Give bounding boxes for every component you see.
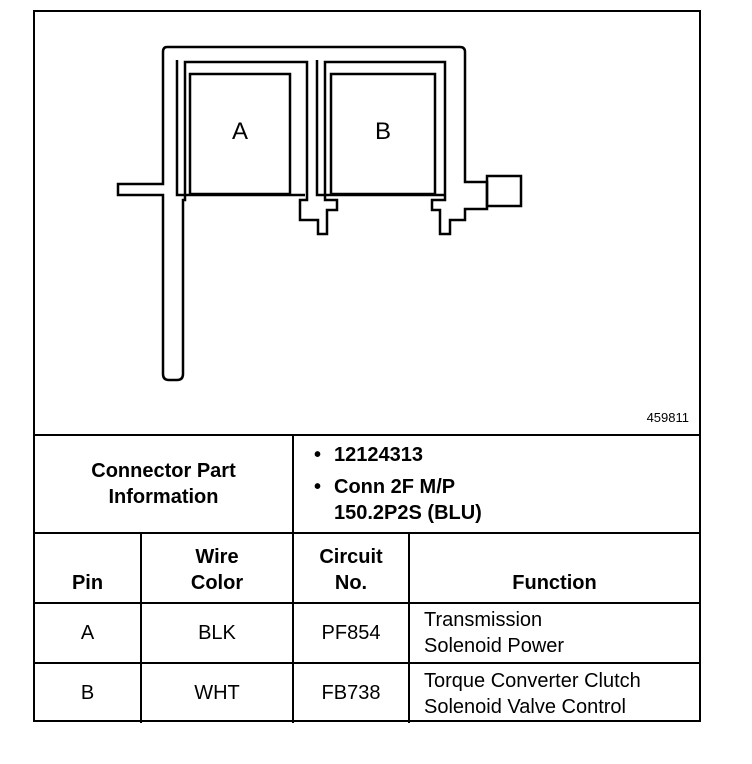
- cavity-b: [329, 72, 437, 196]
- part-number-item: • 12124313: [314, 444, 423, 466]
- pin-cell: A: [35, 602, 142, 664]
- connector-figure: A B 459811 Connector Part Information • …: [33, 10, 701, 723]
- part-info-row: Connector Part Information • 12124313 • …: [35, 434, 699, 534]
- circuit-cell: FB738: [292, 662, 410, 723]
- connector-outline: [116, 45, 523, 382]
- wire-color-cell: BLK: [140, 602, 294, 664]
- cavity-b-label: B: [375, 118, 392, 145]
- part-info-list: • 12124313 • Conn 2F M/P 150.2P2S (BLU): [292, 434, 699, 534]
- pin-header: Pin: [35, 532, 142, 604]
- circuit-header: Circuit No.: [292, 532, 410, 604]
- pin-cell: B: [35, 662, 142, 723]
- header-row: Pin Wire Color Circuit No. Function: [35, 532, 699, 604]
- connector-diagram: A B 459811: [35, 12, 699, 434]
- wire-color-cell: WHT: [140, 662, 294, 723]
- table-row: A BLK PF854 Transmission Solenoid Power: [35, 602, 699, 664]
- connector-latch: [485, 174, 523, 208]
- cavity-a: [188, 72, 292, 196]
- connector-table: Connector Part Information • 12124313 • …: [35, 434, 699, 723]
- function-cell: Transmission Solenoid Power: [408, 602, 699, 664]
- wire-color-header: Wire Color: [140, 532, 294, 604]
- table-row: B WHT FB738 Torque Converter Clutch Sole…: [35, 662, 699, 723]
- part-info-heading: Connector Part Information: [35, 434, 294, 534]
- circuit-cell: PF854: [292, 602, 410, 664]
- part-description-item: • Conn 2F M/P 150.2P2S (BLU): [314, 476, 482, 524]
- housing-outline: [116, 45, 489, 382]
- cavity-a-label: A: [232, 118, 249, 145]
- function-header: Function: [408, 532, 699, 604]
- figure-id: 459811: [646, 410, 689, 425]
- function-cell: Torque Converter Clutch Solenoid Valve C…: [408, 662, 699, 723]
